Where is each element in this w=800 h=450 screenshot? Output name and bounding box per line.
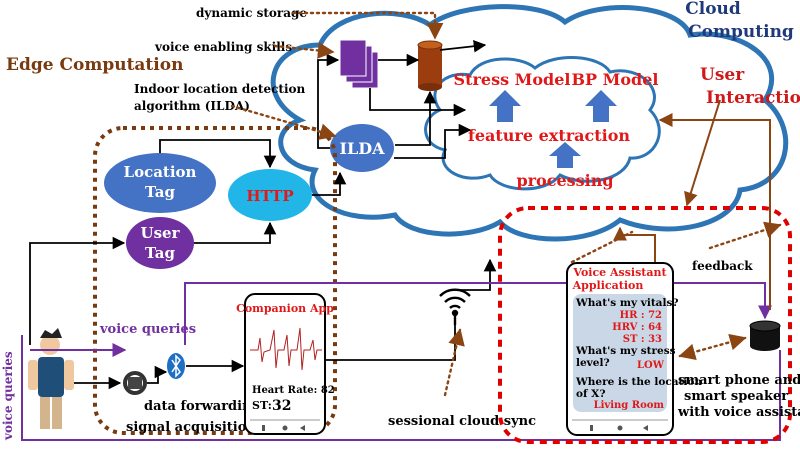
voice-skills-label: voice enabling skills xyxy=(154,40,292,54)
cloud-computing-title: Cloud xyxy=(685,0,741,19)
voice-queries-side-label: voice queries xyxy=(1,351,15,441)
query-stress: What's my stress xyxy=(575,345,676,357)
edge-computation-title: Edge Computation xyxy=(6,55,183,75)
cloud-computing-title-2: Computing xyxy=(688,22,794,42)
user-interaction-title-2: Interaction xyxy=(706,88,800,108)
answer-stress: LOW xyxy=(637,360,665,371)
answer-hr: HR : 72 xyxy=(620,310,662,321)
user-interaction-box xyxy=(498,206,792,444)
up-arrow-processing xyxy=(549,142,581,168)
callout-dotted-lines xyxy=(230,11,782,397)
st-label: ST: xyxy=(252,399,272,412)
voice-query-paths xyxy=(21,282,781,441)
user-tag-label-2: Tag xyxy=(145,244,175,262)
user-person-icon xyxy=(28,328,74,429)
query-stress-2: level? xyxy=(576,357,610,369)
ilda-desc-label-2: algorithm (ILDA) xyxy=(134,99,250,113)
arrow-phone-to-wifi xyxy=(325,325,456,361)
cloud-shape xyxy=(270,4,789,242)
query-vitals: What's my vitals? xyxy=(575,297,679,309)
ecg-trace xyxy=(250,327,322,371)
feature-extraction-label: feature extraction xyxy=(468,126,630,145)
voice-app-title: Voice Assistant xyxy=(572,266,667,279)
arrow-to-bluetooth xyxy=(147,365,168,384)
location-tag-node xyxy=(104,153,216,213)
sessional-sync-label: sessional cloud sync xyxy=(388,414,536,429)
arrow-wifi-to-cloud xyxy=(455,258,497,291)
smart-device-label-2: smart speaker xyxy=(684,389,788,404)
dynamic-storage-icon xyxy=(417,40,443,91)
heart-rate-text: Heart Rate: 82 xyxy=(252,385,335,396)
companion-nav-icons xyxy=(262,425,305,431)
user-tag-node xyxy=(126,217,194,269)
wearable-band-icon xyxy=(123,371,147,395)
up-arrow-bp xyxy=(585,90,617,122)
query-location: Where is the location xyxy=(575,376,702,388)
voice-queries-mid-label: voice queries xyxy=(99,322,196,337)
ilda-label: ILDA xyxy=(339,139,385,158)
location-tag-label-2: Tag xyxy=(145,183,175,201)
ilda-desc-label: Indoor location detection xyxy=(134,82,306,96)
processing-label: processing xyxy=(516,171,613,190)
answer-hrv: HRV : 64 xyxy=(612,322,662,333)
location-tag-label: Location xyxy=(124,163,197,181)
voice-app-title-2: Application xyxy=(572,279,644,292)
data-forwarding-label: data forwarding xyxy=(144,399,261,414)
bp-model-label: BP Model xyxy=(572,70,659,89)
user-tag-label: User xyxy=(141,224,181,242)
http-node xyxy=(228,169,312,221)
user-interaction-title: User xyxy=(700,65,745,85)
edge-flow-arrows xyxy=(29,139,347,345)
feedback-arrows xyxy=(613,99,771,310)
smart-device-label-3: with voice assistant xyxy=(677,405,800,420)
smart-speaker-icon xyxy=(749,320,781,351)
edge-box xyxy=(93,126,337,435)
up-arrow-stress xyxy=(489,90,521,122)
ilda-node xyxy=(330,124,394,172)
smart-device-label: smart phone and xyxy=(678,373,800,388)
st-value: 32 xyxy=(272,398,291,414)
http-label: HTTP xyxy=(246,187,293,205)
voice-skills-stack-icon xyxy=(339,39,379,89)
voice-assistant-phone xyxy=(566,262,674,436)
feedback-label: feedback xyxy=(692,259,753,273)
answer-location: Living Room xyxy=(594,400,665,411)
voice-nav-icons xyxy=(590,425,648,431)
companion-app-title: Companion App xyxy=(236,302,334,315)
cloud-flow-arrows xyxy=(317,39,487,159)
companion-app-phone xyxy=(244,293,326,435)
query-location-2: of X? xyxy=(576,388,605,400)
dynamic-storage-label: dynamic storage xyxy=(196,6,307,20)
bluetooth-icon xyxy=(167,353,185,379)
stress-model-label: Stress Model xyxy=(454,70,571,89)
wifi-icon xyxy=(439,288,471,325)
answer-st: ST : 33 xyxy=(623,334,662,345)
signal-acquisition-label: signal acquisition xyxy=(126,420,256,435)
